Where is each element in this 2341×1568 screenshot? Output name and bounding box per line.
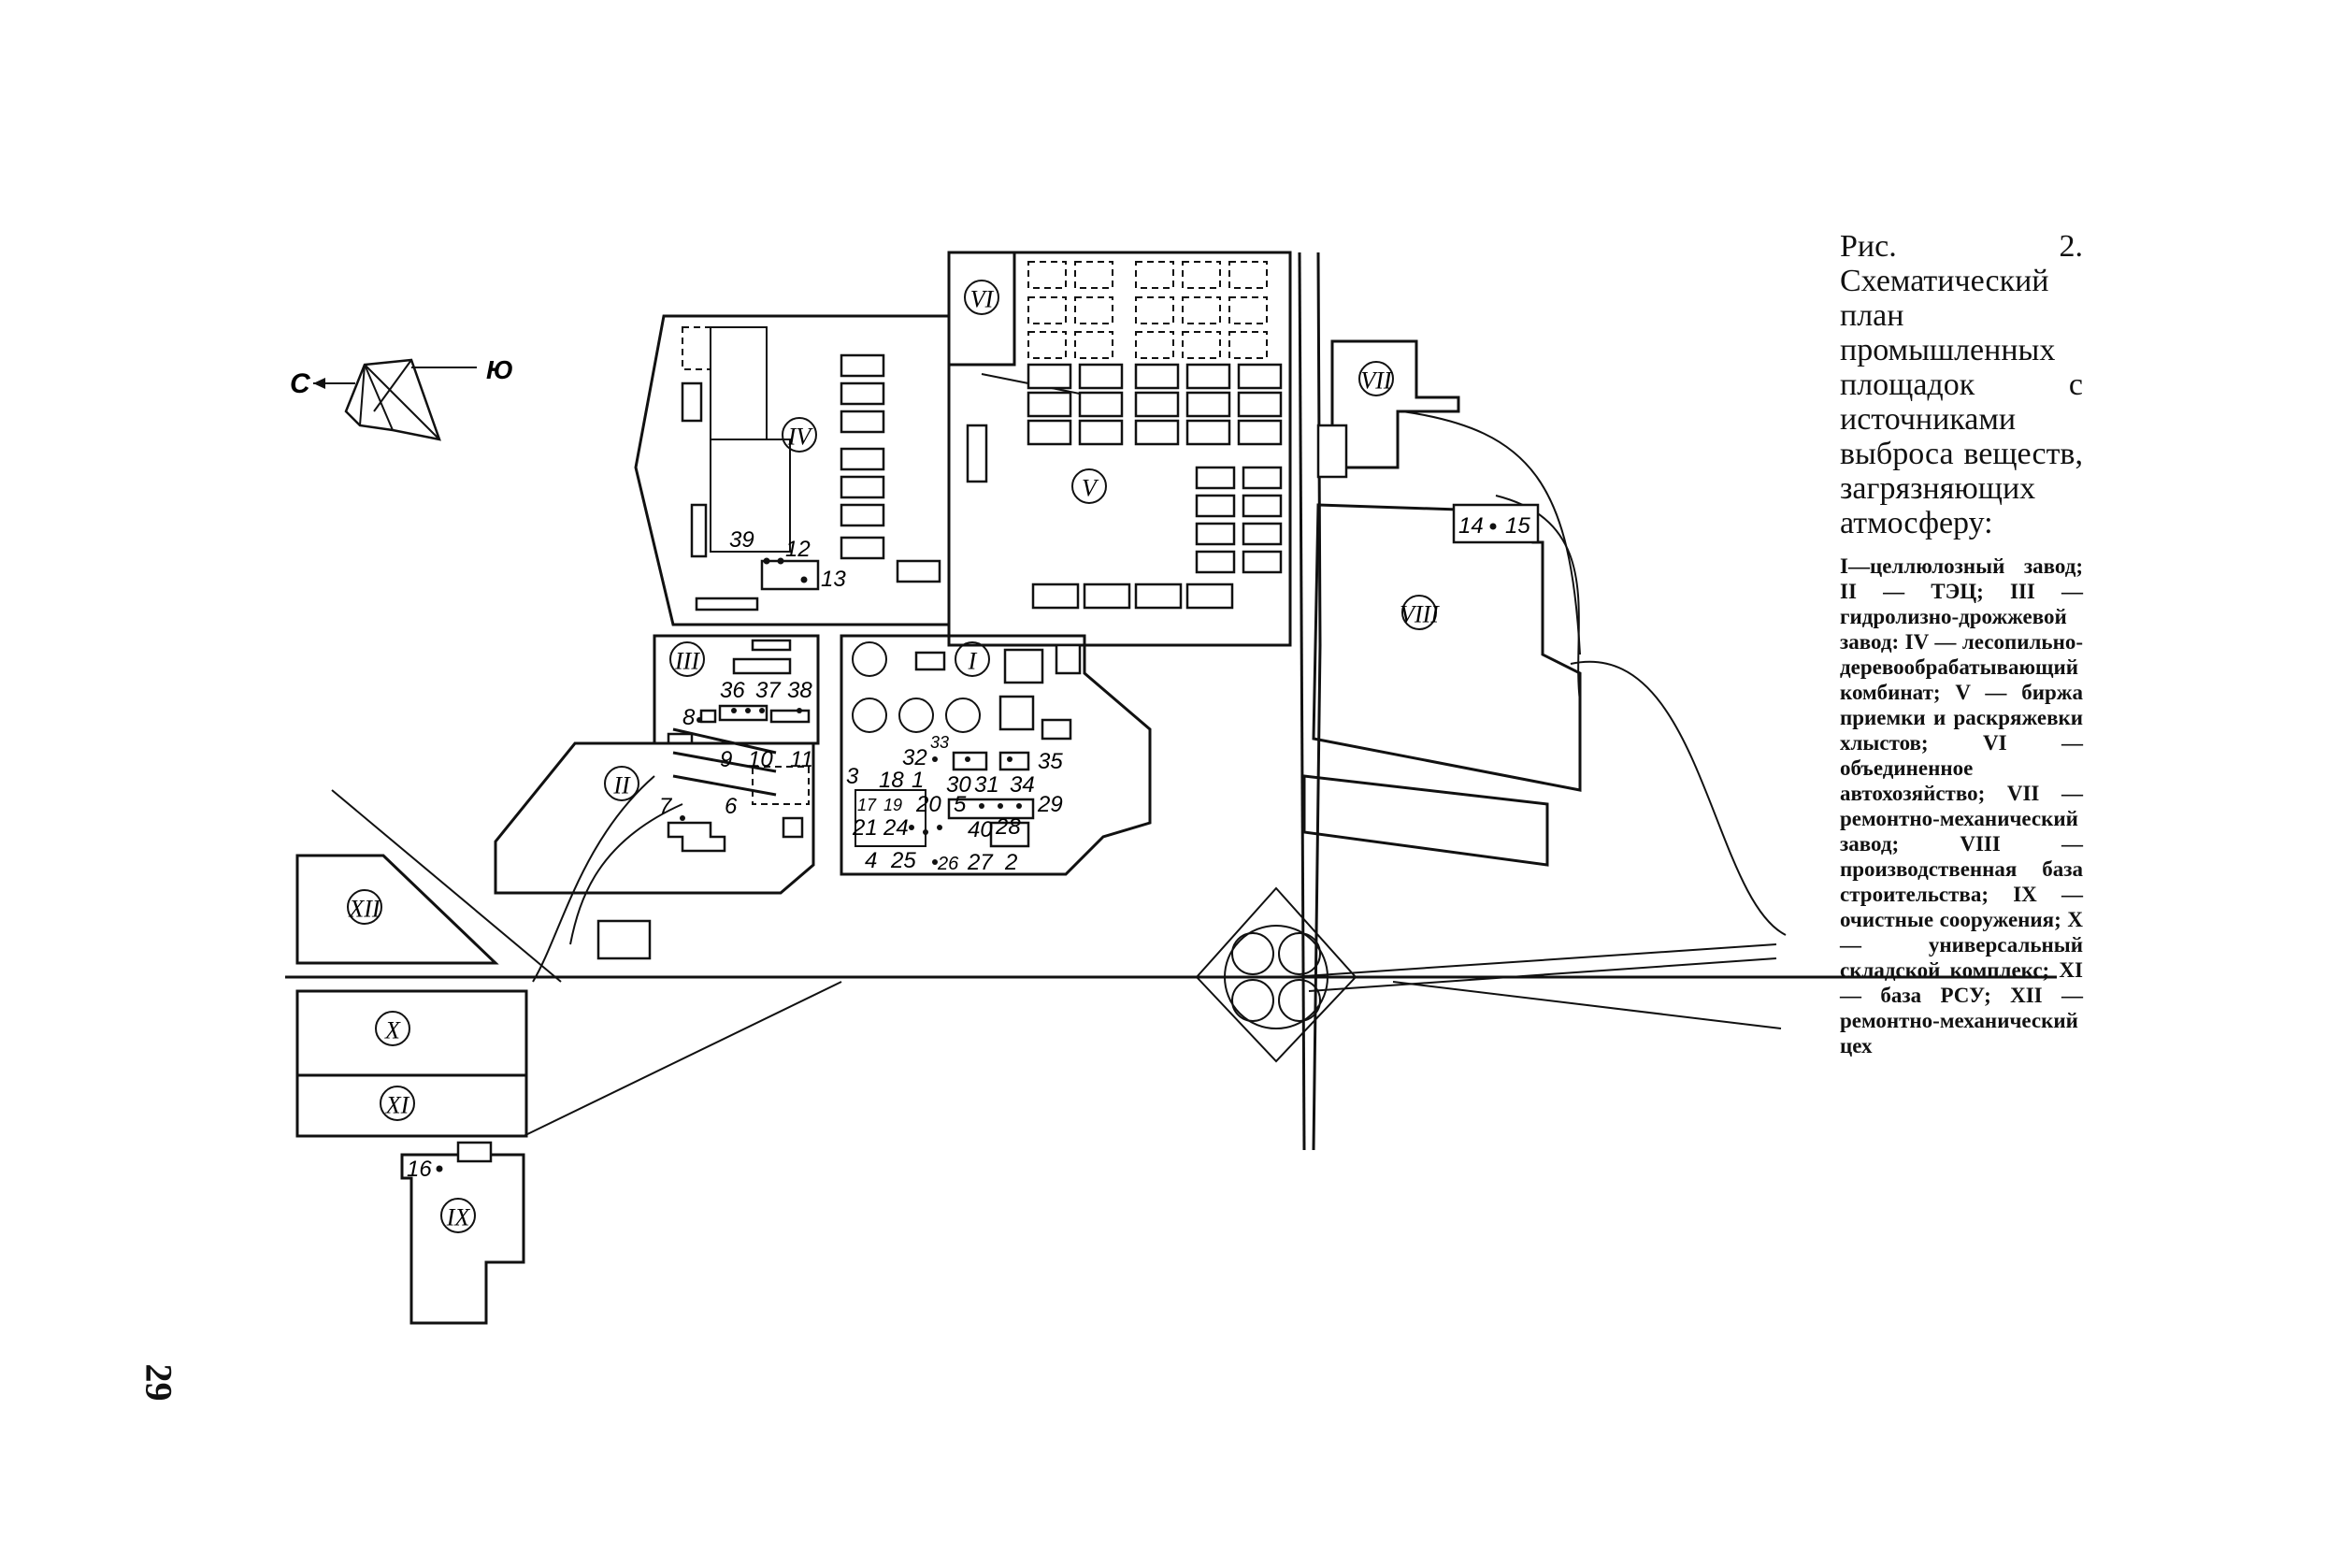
source-label-3: 3 — [846, 764, 859, 789]
zone-II-label: II — [612, 772, 631, 799]
compass-south-label: Ю — [486, 355, 513, 384]
source-label-30: 30 — [946, 772, 971, 798]
source-label-6: 6 — [725, 794, 738, 819]
zone-XII: XII — [295, 854, 499, 965]
zone-XII-label: XII — [348, 896, 381, 923]
source-label-14: 14 — [1458, 513, 1484, 539]
zone-IV-label: IV — [787, 424, 814, 451]
zone-III: III — [653, 634, 820, 805]
source-label-12: 12 — [785, 537, 811, 562]
zone-VII: VII — [1316, 339, 1460, 479]
source-label-35: 35 — [1038, 749, 1063, 774]
page-number: 29 — [137, 1363, 180, 1402]
source-label-5: 5 — [954, 792, 967, 817]
zone-X-label: X — [384, 1017, 401, 1044]
zone-XI: XI — [295, 1073, 528, 1138]
zone-VI-label: VI — [970, 286, 995, 313]
zone-VII-label: VII — [1360, 367, 1393, 395]
source-label-32: 32 — [902, 745, 927, 770]
source-label-11: 11 — [790, 747, 813, 772]
source-label-37: 37 — [755, 678, 782, 703]
zone-IV: IV — [634, 314, 951, 626]
compass-rose: С Ю — [290, 355, 513, 441]
source-label-18: 18 — [879, 768, 904, 793]
zone-II: II — [494, 741, 815, 960]
source-label-38: 38 — [787, 678, 812, 703]
source-label-8: 8 — [682, 705, 696, 730]
caption-title: Рис. 2. Схематический план промышленных … — [1840, 229, 2083, 540]
source-label-4: 4 — [865, 848, 877, 873]
zone-VIII-label: VIII — [1400, 601, 1440, 628]
zone-I-label: I — [968, 648, 978, 675]
source-label-10: 10 — [748, 747, 773, 772]
source-label-25: 25 — [890, 848, 916, 873]
source-label-9: 9 — [720, 747, 732, 772]
source-label-17: 17 — [857, 796, 877, 814]
source-label-16: 16 — [407, 1157, 432, 1182]
source-label-40: 40 — [968, 817, 993, 842]
roads — [285, 252, 2057, 1151]
source-label-36: 36 — [720, 678, 745, 703]
source-label-29: 29 — [1037, 792, 1063, 817]
zone-X: X — [295, 989, 528, 1077]
roundabout — [1195, 886, 1357, 1063]
source-label-2: 2 — [1004, 850, 1017, 875]
zone-V: VI V — [896, 251, 1292, 647]
zone-I: I — [840, 634, 1152, 876]
source-label-26: 26 — [937, 854, 959, 874]
source-label-13: 13 — [821, 567, 846, 592]
source-label-34: 34 — [1010, 772, 1035, 798]
figure-caption: Рис. 2. Схематический план промышленных … — [1840, 229, 2083, 1058]
source-label-19: 19 — [883, 796, 902, 814]
source-label-28: 28 — [995, 814, 1021, 840]
source-label-39: 39 — [729, 527, 754, 553]
source-label-27: 27 — [967, 850, 994, 875]
zone-III-label: III — [674, 648, 700, 675]
zone-XI-label: XI — [385, 1092, 410, 1119]
compass-north-label: С — [290, 368, 311, 399]
source-label-20: 20 — [915, 792, 941, 817]
zone-V-label: V — [1082, 475, 1099, 502]
source-label-33: 33 — [930, 733, 949, 752]
source-label-7: 7 — [659, 794, 673, 819]
source-label-21: 21 — [852, 815, 878, 841]
zone-IX: IX — [400, 1141, 525, 1325]
zone-IX-label: IX — [446, 1204, 471, 1231]
caption-legend: I—целлюлозный завод; II — ТЭЦ; III — гид… — [1840, 554, 2083, 1057]
zone-VIII: VIII — [1302, 410, 1582, 867]
source-label-1: 1 — [912, 768, 924, 793]
source-label-15: 15 — [1505, 513, 1530, 539]
source-label-24: 24 — [883, 815, 909, 841]
emission-sources: 39 12 13 36 37 38 8 9 10 11 7 6 33 32 35… — [407, 513, 1530, 1182]
source-label-31: 31 — [974, 772, 999, 798]
